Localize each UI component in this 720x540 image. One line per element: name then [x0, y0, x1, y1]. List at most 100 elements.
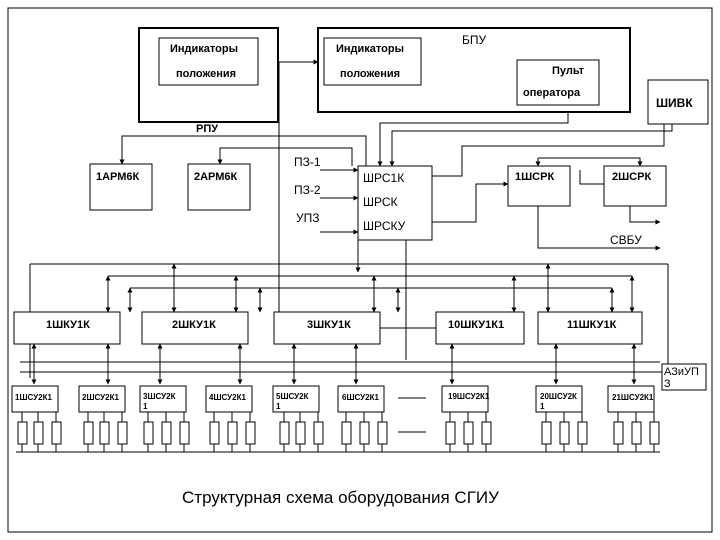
shsrk1-box	[507, 165, 571, 207]
wire-rpu-arm2	[217, 147, 353, 166]
pz2-label: ПЗ-2	[294, 183, 321, 197]
shrs-box	[357, 165, 433, 241]
shsu-label-4: 4ШСУ2К1	[209, 393, 246, 402]
shku-label-11: 11ШКУ1К	[567, 319, 617, 331]
arm2-box	[187, 163, 251, 211]
rpu-indicator-box	[158, 37, 259, 86]
bpu-indicator-label-bottom: положения	[340, 68, 401, 80]
fuse-element	[161, 421, 172, 445]
shivk-box	[647, 79, 709, 125]
arm1-box	[89, 163, 153, 211]
fuse-element	[245, 421, 256, 445]
bpu-title: БПУ	[462, 33, 487, 47]
outer-frame	[7, 7, 713, 533]
fuse-element	[463, 421, 474, 445]
wire-panel-shrs	[377, 104, 569, 167]
fuse-element	[541, 421, 552, 445]
shku-box-2	[141, 311, 249, 345]
aziup-box	[661, 363, 707, 391]
arm1-label: 1АРМ6К	[96, 171, 140, 183]
fuse-element	[359, 421, 370, 445]
shsu-label-5: 5ШСУ2К 1	[276, 392, 309, 411]
shsu-box	[78, 385, 126, 413]
wire-shivk-shrs	[389, 122, 673, 167]
shsu-box	[535, 385, 583, 413]
shku-label-2: 2ШКУ1К	[172, 319, 216, 331]
fuse-element	[17, 421, 28, 445]
operator-panel-label-top: Пульт	[552, 65, 585, 77]
shsu-box	[441, 385, 489, 413]
shsu-label-1: 1ШСУ2К1	[15, 393, 52, 402]
fuse-element	[227, 421, 238, 445]
rpu-indicator-label-top: Индикаторы	[170, 43, 238, 55]
fuse-element	[481, 421, 492, 445]
shrsk-label: ШРСК	[363, 195, 398, 209]
shku-label-10: 10ШКУ1К1	[448, 319, 505, 331]
fuse-element	[143, 421, 154, 445]
operator-panel-label-bottom: оператора	[523, 87, 581, 99]
shku-box-1	[13, 311, 121, 345]
fuse-element	[295, 421, 306, 445]
rpu-indicator-label-bottom: положения	[176, 68, 237, 80]
shivk-label: ШИВК	[656, 96, 693, 110]
shku-label-1: 1ШКУ1К	[46, 319, 90, 331]
wire-svbu	[537, 206, 661, 251]
shrs1k-label: ШРС1К	[363, 171, 405, 185]
fuse-element	[613, 421, 624, 445]
rpu-label: РПУ	[196, 123, 219, 135]
bpu-indicator-label-top: Индикаторы	[336, 43, 404, 55]
shsu-box	[607, 385, 655, 413]
fuse-element	[577, 421, 588, 445]
shsu-box	[272, 385, 320, 413]
fuse-element	[83, 421, 94, 445]
fuse-element	[117, 421, 128, 445]
shsu-box	[11, 385, 59, 413]
shsu-label-19: 19ШСУ2К1	[448, 392, 490, 401]
wire-shrs-shsrk1	[432, 181, 509, 223]
diagram-caption: Структурная схема оборудования СГИУ	[182, 488, 499, 507]
wire-rpu-arm1	[119, 135, 367, 166]
shsrk1-label: 1ШСРК	[515, 171, 555, 183]
svbu-label: СВБУ	[610, 233, 642, 247]
shsu-label-6: 6ШСУ2К1	[342, 393, 379, 402]
shsu-box	[139, 385, 187, 413]
shsrk2-label: 2ШСРК	[612, 171, 652, 183]
operator-panel-box	[516, 59, 600, 106]
fuse-element	[51, 421, 62, 445]
arm2-label: 2АРМ6К	[194, 171, 238, 183]
shrsku-label: ШРСКУ	[363, 219, 406, 233]
upz-label: УПЗ	[296, 211, 320, 225]
fuse-element	[341, 421, 352, 445]
shsrk2-box	[603, 165, 667, 207]
fuse-element	[445, 421, 456, 445]
fuse-element	[179, 421, 190, 445]
wire-shrs-shivk	[432, 124, 665, 177]
fuse-element	[209, 421, 220, 445]
fuse-element	[313, 421, 324, 445]
fuse-element	[377, 421, 388, 445]
fuse-element	[279, 421, 290, 445]
shsu-box	[337, 385, 385, 413]
shsu-label-3: 3ШСУ2К 1	[143, 392, 176, 411]
shsu-label-2: 2ШСУ2К1	[82, 393, 119, 402]
fuse-element	[649, 421, 660, 445]
wire-shsrk2-out	[629, 206, 661, 225]
shsu-box	[205, 385, 253, 413]
fuse-element	[631, 421, 642, 445]
shku-label-3: 3ШКУ1К	[307, 319, 351, 331]
aziup-label: АЗиУП З	[664, 366, 699, 390]
pz1-label: ПЗ-1	[294, 155, 321, 169]
fuse-element	[559, 421, 570, 445]
bpu-indicator-box	[323, 37, 422, 86]
shsu-label-20: 20ШСУ2К 1	[540, 392, 577, 411]
shku-box-11	[537, 311, 643, 345]
shsu-label-21: 21ШСУ2К1	[612, 393, 654, 402]
shku-box-10	[435, 311, 525, 345]
fuse-element	[33, 421, 44, 445]
fuse-element	[99, 421, 110, 445]
wire-shsrk-link	[579, 170, 604, 185]
wire-shsrk2-top	[538, 157, 643, 167]
shku-box-3	[273, 311, 381, 345]
